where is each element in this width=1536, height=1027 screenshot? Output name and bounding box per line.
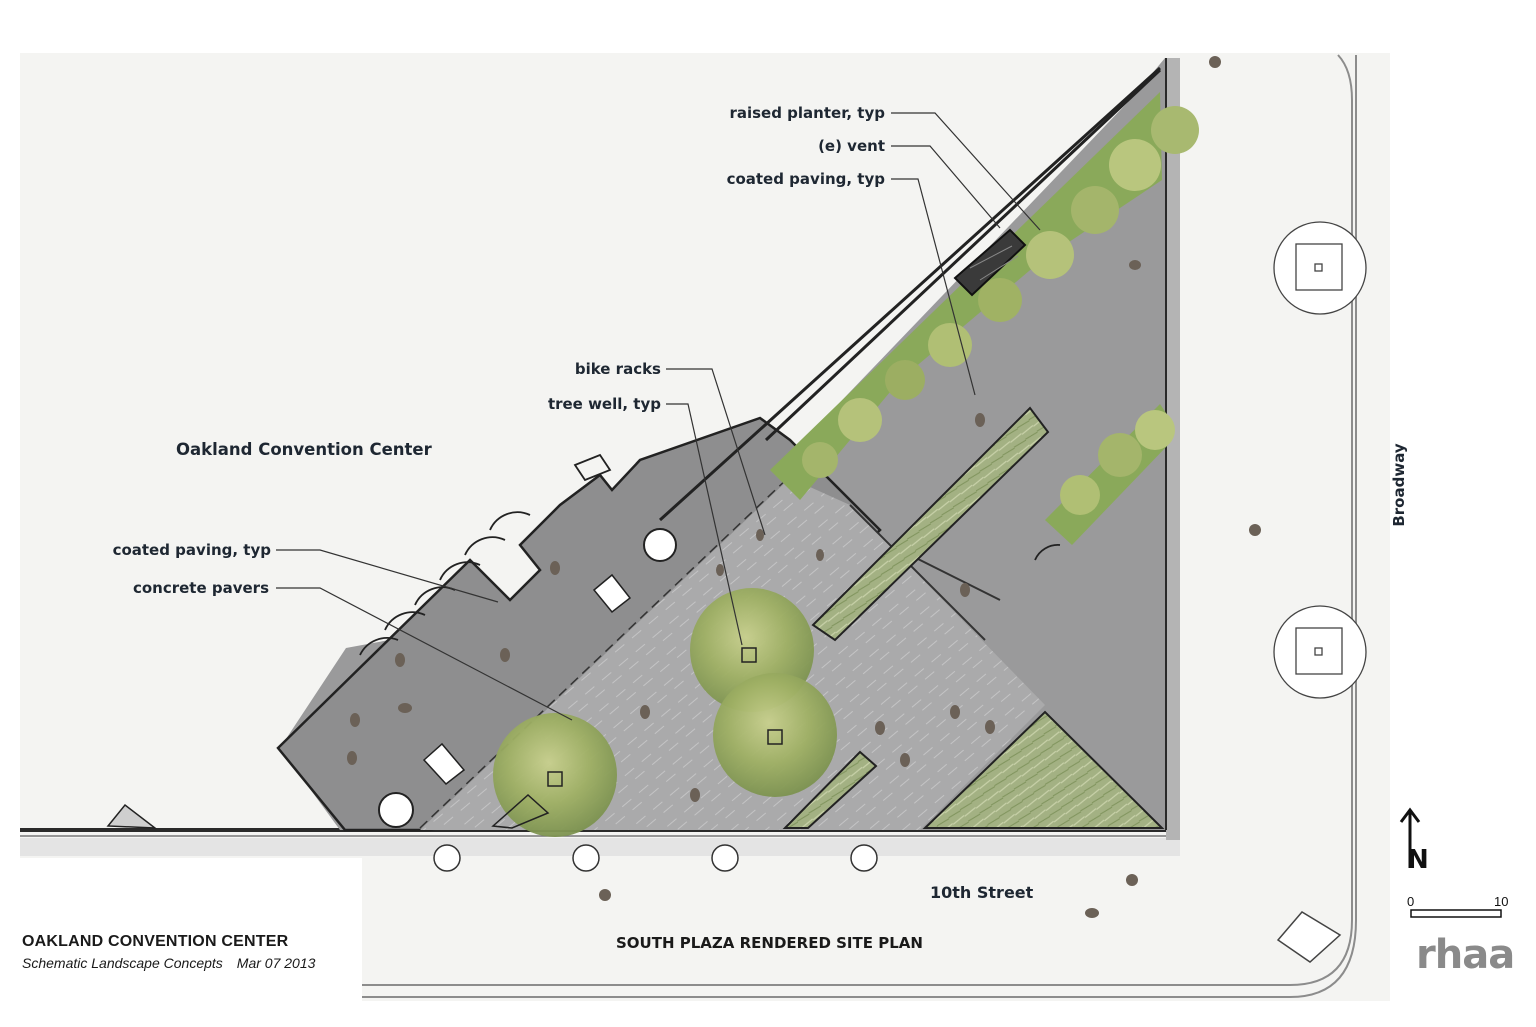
linear-planter-middle: [811, 406, 1050, 642]
vent-rectangles: [422, 573, 632, 786]
street-10th: 10th Street: [930, 883, 1034, 902]
project-subtitle: Schematic Landscape Concepts Mar 07 2013: [22, 955, 329, 971]
corner-utility-box: [1276, 911, 1342, 963]
paver-edge-dashed: [419, 475, 791, 829]
triangular-grass-planter: [922, 710, 1165, 829]
scale-min: 0: [1407, 894, 1414, 909]
north-arrow: N: [1399, 807, 1429, 875]
raised-planter-upper: [770, 92, 1162, 500]
label-bike-racks: bike racks: [575, 360, 661, 378]
building-wall-diagonal: [658, 66, 1162, 522]
firm-logo: rhaa: [1416, 932, 1515, 978]
columns: [378, 528, 677, 828]
leader-lines: [276, 112, 1041, 721]
subtitle-text: Schematic Landscape Concepts: [22, 955, 223, 971]
paving-joints: [849, 504, 1001, 641]
west-entry-box: [106, 803, 158, 829]
label-coated-paving-lower: coated paving, typ: [113, 541, 272, 559]
label-coated-paving-upper: coated paving, typ: [727, 170, 886, 188]
broadway-curb: [362, 54, 1357, 998]
label-raised-planter: raised planter, typ: [729, 104, 885, 122]
sheet-title: SOUTH PLAZA RENDERED SITE PLAN: [616, 934, 923, 952]
scale-max: 10: [1494, 894, 1508, 909]
existing-vent: [953, 228, 1027, 297]
street-broadway: Broadway: [1390, 443, 1408, 527]
scale-bar: 0 10: [1407, 894, 1508, 918]
title-block-area: [0, 858, 362, 1027]
label-vent: (e) vent: [818, 137, 885, 155]
scale-figures: [347, 56, 1261, 918]
east-property-edge: [1165, 58, 1180, 840]
planter-shrubs-east: [1060, 410, 1175, 515]
north-letter: N: [1407, 845, 1429, 875]
planter-shrubs-upper: [802, 106, 1199, 478]
small-planter-south: [782, 750, 878, 829]
label-tree-well: tree well, typ: [548, 395, 661, 413]
project-title: OAKLAND CONVENTION CENTER: [22, 933, 289, 950]
door-swings: [359, 453, 1061, 656]
label-concrete-pavers: concrete pavers: [133, 579, 269, 597]
street-trees-broadway: [1273, 221, 1367, 699]
tree-canopies: [491, 588, 837, 837]
street-tree-wells-10th: [433, 844, 878, 872]
date-text: Mar 07 2013: [236, 955, 316, 971]
building-name: Oakland Convention Center: [176, 440, 433, 459]
